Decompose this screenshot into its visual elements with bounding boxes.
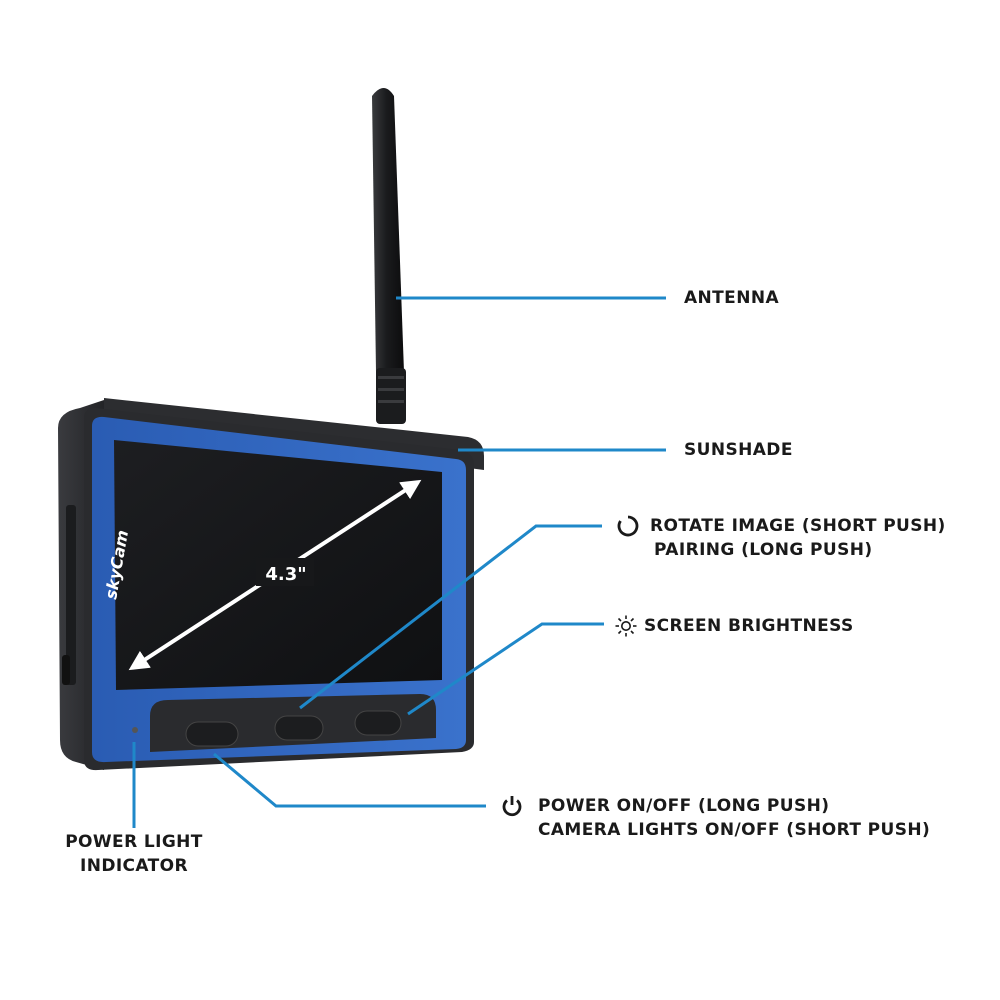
- label-rotate: ROTATE IMAGE (SHORT PUSH) PAIRING (LONG …: [616, 514, 946, 562]
- power-light-label-line2: INDICATOR: [79, 856, 189, 876]
- leader-power: [213, 752, 486, 808]
- label-antenna: ANTENNA: [684, 286, 779, 310]
- power-icon: [502, 796, 522, 817]
- brightness-label: SCREEN BRIGHTNESS: [644, 616, 854, 636]
- power-label-line2: CAMERA LIGHTS ON/OFF (SHORT PUSH): [538, 820, 931, 840]
- leader-rotate: [299, 524, 602, 710]
- label-brightness: SCREEN BRIGHTNESS: [614, 614, 854, 638]
- rotate-label-line1: ROTATE IMAGE (SHORT PUSH): [650, 516, 946, 536]
- power-light-dot: [132, 727, 138, 733]
- antenna-label: ANTENNA: [684, 288, 780, 308]
- sunshade-label: SUNSHADE: [684, 440, 793, 460]
- leader-brightness: [407, 622, 604, 716]
- button-panel: [150, 694, 436, 752]
- antenna: [372, 88, 406, 424]
- sun-icon: [615, 615, 637, 637]
- screen-size-label: 4.3": [265, 564, 306, 585]
- label-power-light: POWER LIGHT INDICATOR: [54, 830, 214, 878]
- power-label-line1: POWER ON/OFF (LONG PUSH): [538, 796, 830, 816]
- rotate-label-line2: PAIRING (LONG PUSH): [654, 540, 873, 560]
- power-light-label-line1: POWER LIGHT: [65, 832, 203, 852]
- label-power: POWER ON/OFF (LONG PUSH) CAMERA LIGHTS O…: [500, 794, 930, 842]
- leader-lines: [132, 296, 666, 828]
- label-sunshade: SUNSHADE: [684, 438, 793, 462]
- rotate-icon: [617, 515, 639, 537]
